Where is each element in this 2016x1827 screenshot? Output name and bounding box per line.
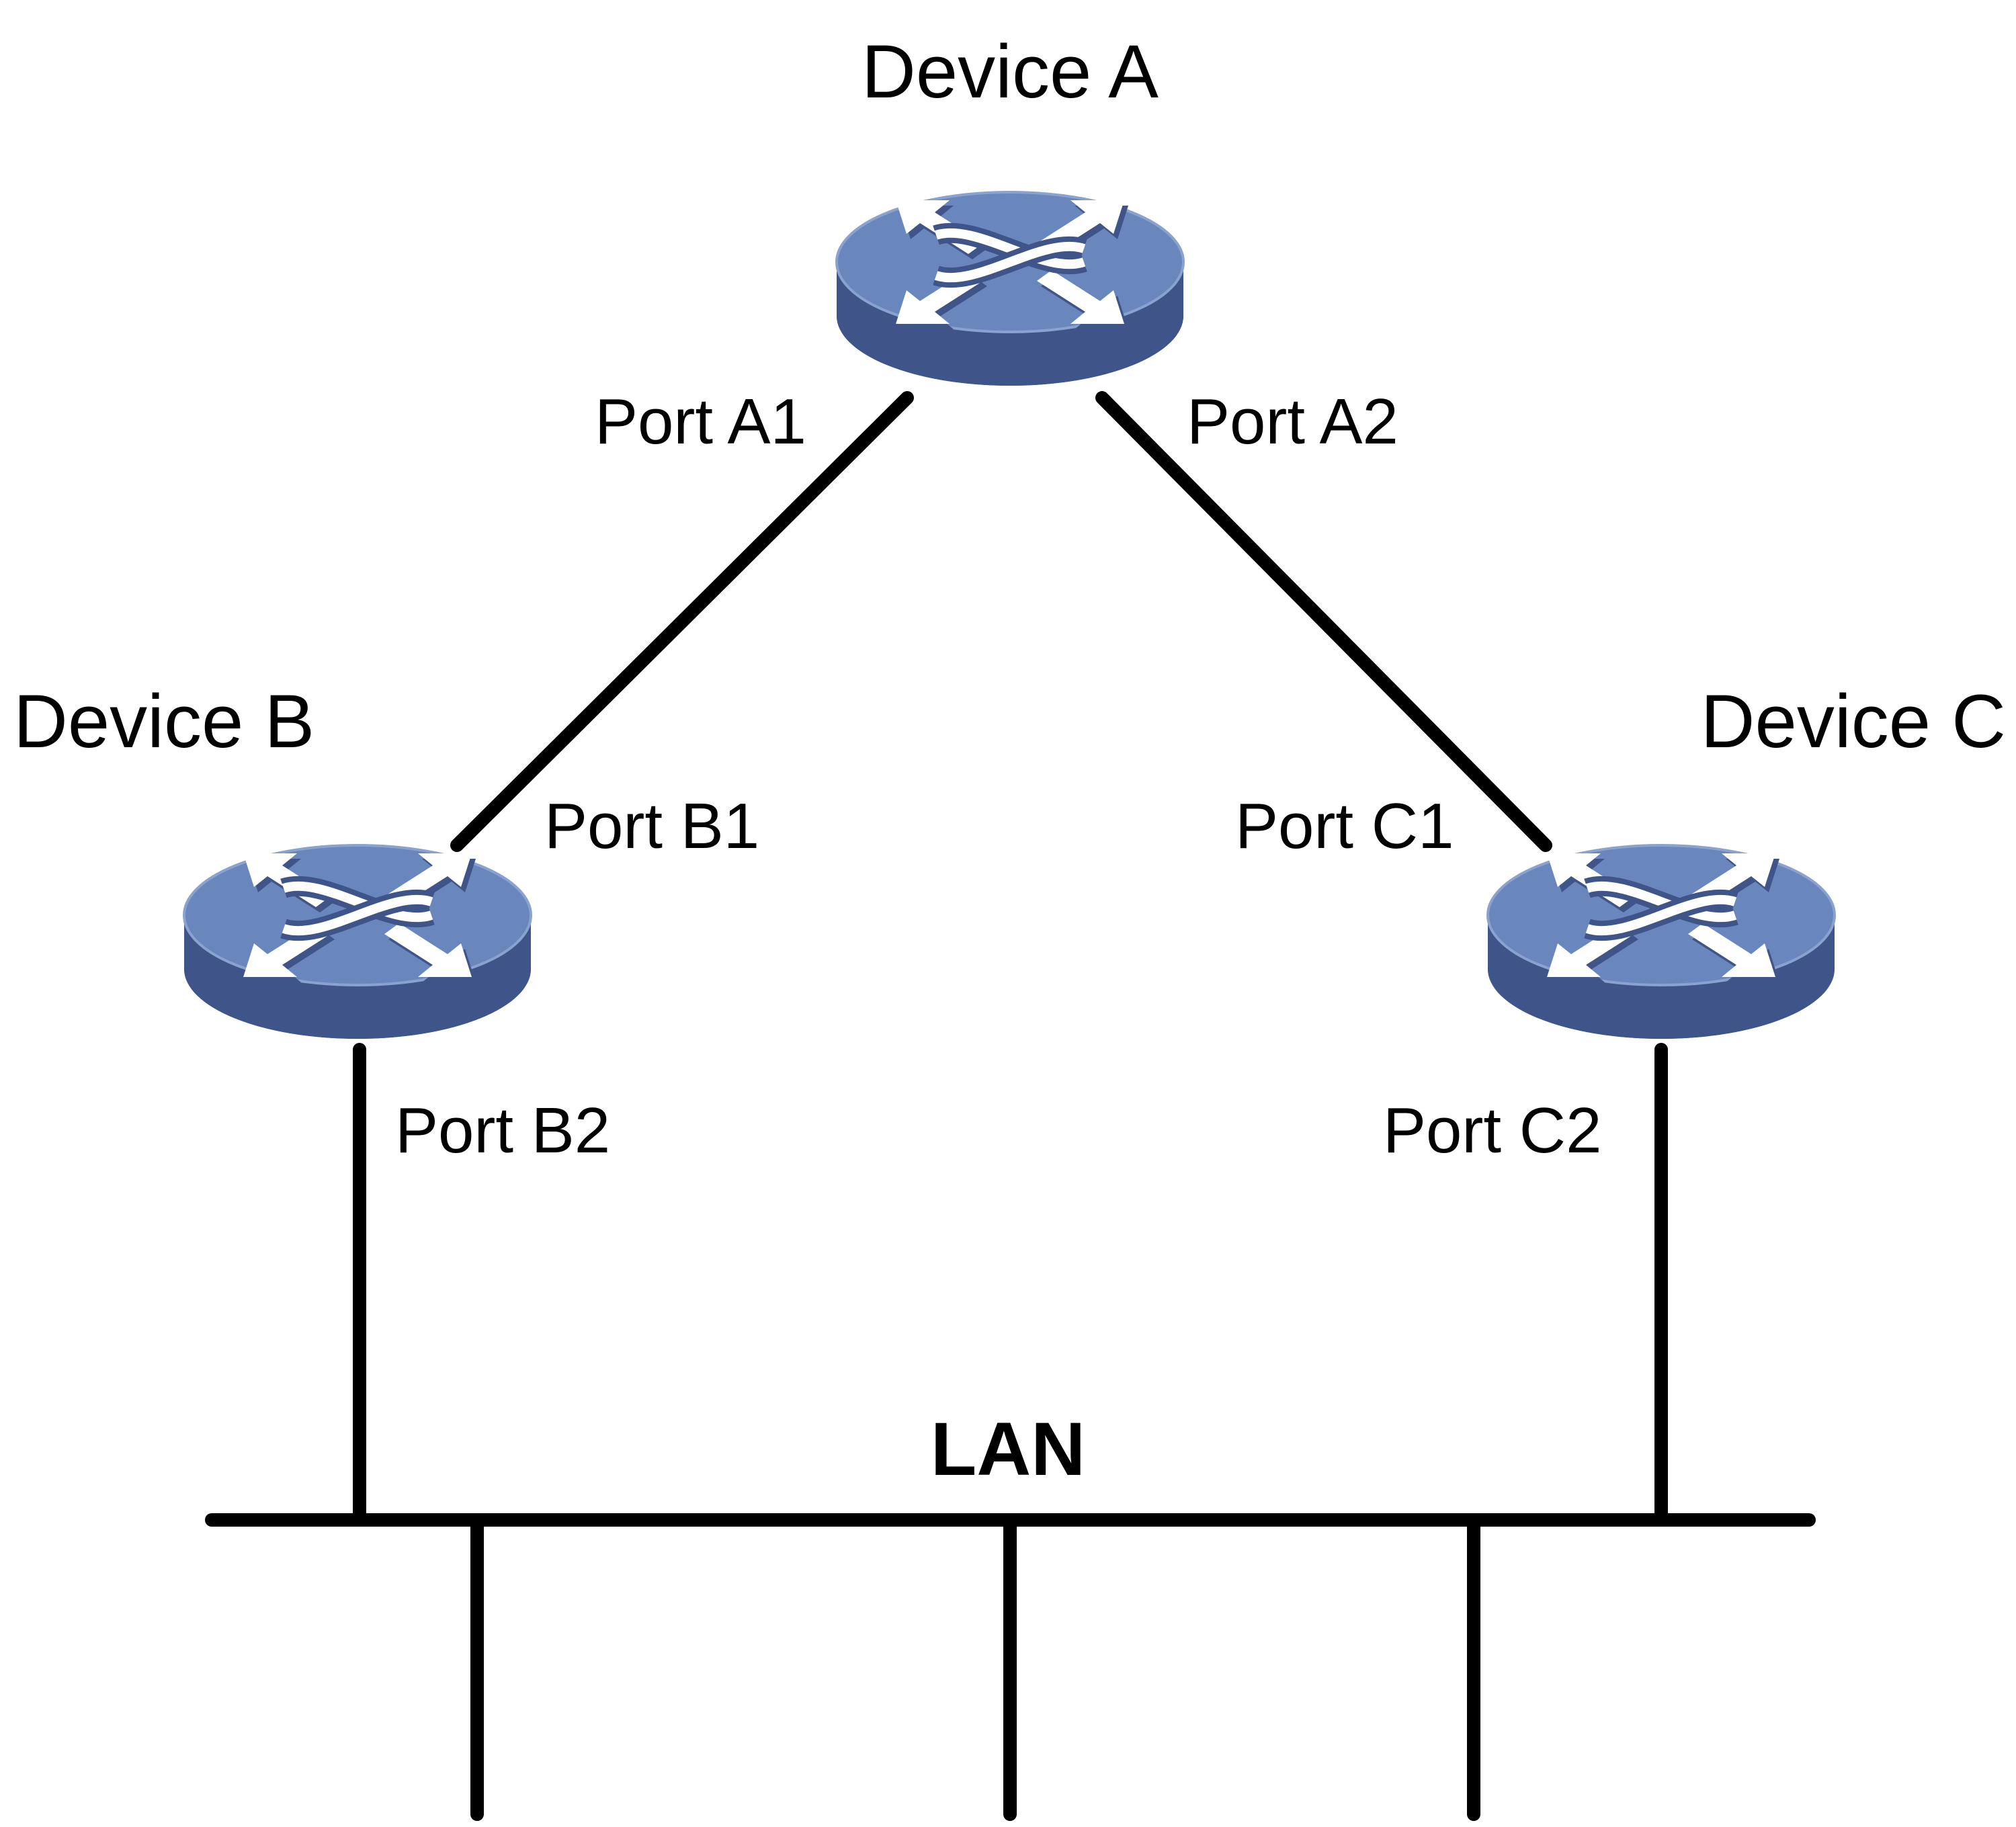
device-c-label: Device C: [1701, 679, 2006, 763]
link-a1-b1: [450, 391, 914, 852]
device-a-switch-icon: [837, 192, 1183, 386]
device-b-label: Device B: [13, 679, 314, 763]
port-a1-label: Port A1: [595, 386, 806, 458]
lan-label: LAN: [931, 1407, 1085, 1491]
port-b2-label: Port B2: [395, 1095, 610, 1166]
port-a2-label: Port A2: [1187, 386, 1398, 458]
device-b-switch-icon: [184, 845, 531, 1039]
port-c1-label: Port C1: [1235, 790, 1454, 862]
port-b1-label: Port B1: [544, 790, 759, 862]
port-c2-label: Port C2: [1383, 1095, 1601, 1166]
device-a-label: Device A: [862, 30, 1159, 114]
device-c-switch-icon: [1488, 845, 1835, 1039]
link-a2-c1: [1095, 391, 1552, 852]
